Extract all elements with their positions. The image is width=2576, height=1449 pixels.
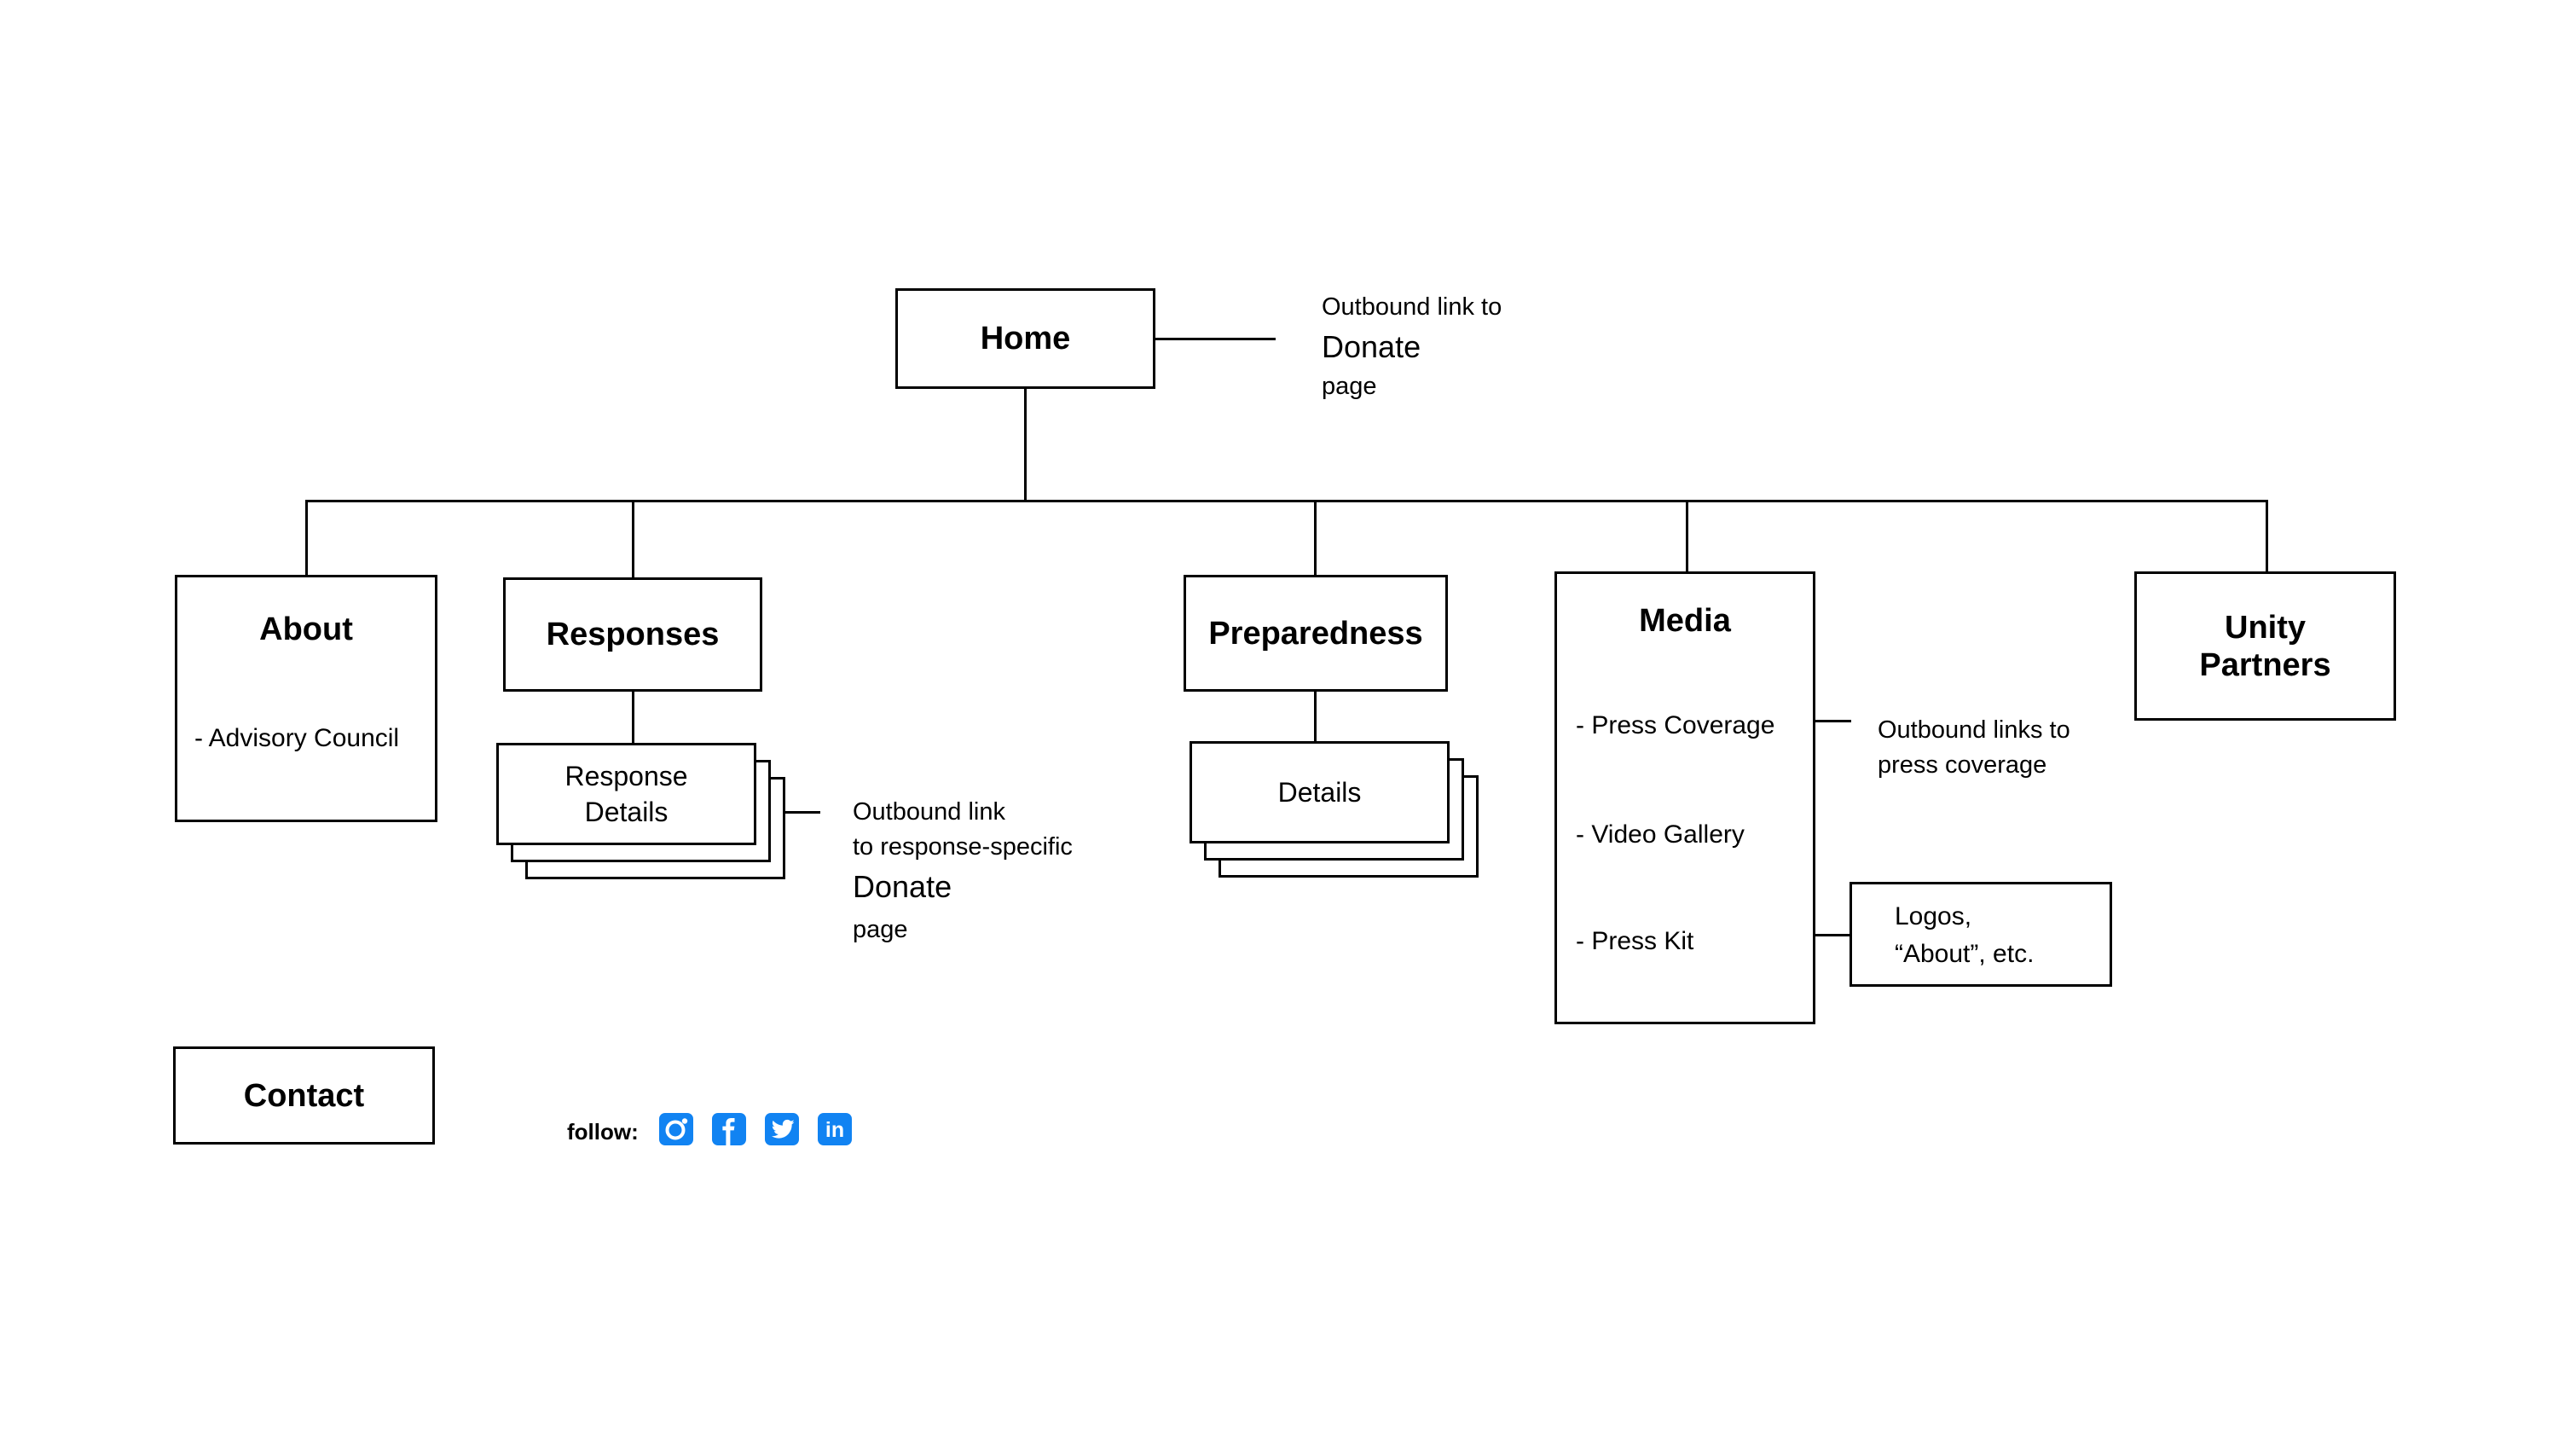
node-logos: Logos, “About”, etc.	[1850, 882, 2112, 987]
about-title: About	[259, 611, 353, 647]
preparedness-title: Preparedness	[1208, 615, 1423, 652]
caption-line: Outbound link	[853, 798, 1005, 826]
connector-media-press	[1815, 720, 1851, 722]
response-details-stack: Response Details	[496, 743, 790, 884]
logos-line1: Logos,	[1895, 902, 1972, 930]
node-contact: Contact	[173, 1046, 435, 1145]
connector-preparedness-stack	[1314, 692, 1317, 743]
connector-unity-drop	[2266, 500, 2268, 573]
media-item-press-kit: - Press Kit	[1576, 927, 1694, 955]
caption-response-donate: Outbound link to response-specific Donat…	[853, 795, 1073, 950]
media-item-video-gallery: - Video Gallery	[1576, 820, 1745, 849]
node-media: Media - Press Coverage - Video Gallery -…	[1554, 571, 1815, 1024]
twitter-icon[interactable]	[765, 1113, 799, 1145]
logos-line2: “About”, etc.	[1895, 940, 2035, 968]
contact-title: Contact	[243, 1077, 365, 1114]
stack-card-front: Response Details	[496, 743, 756, 845]
connector-home-drop	[1024, 389, 1027, 502]
node-unity-partners: Unity Partners	[2134, 571, 2396, 721]
caption-donate: Donate	[853, 869, 952, 904]
stack-card-front: Details	[1190, 741, 1450, 843]
responses-title: Responses	[546, 617, 720, 652]
caption-press-coverage: Outbound links to press coverage	[1878, 713, 2070, 783]
caption-line: press coverage	[1878, 751, 2047, 779]
connector-about-drop	[305, 500, 308, 577]
details-stack: Details	[1190, 741, 1484, 882]
caption-line: page	[853, 916, 908, 943]
node-preparedness: Preparedness	[1184, 575, 1448, 692]
connector-media-logos	[1815, 934, 1851, 936]
svg-text:in: in	[825, 1118, 844, 1142]
details-card-label: Details	[1277, 777, 1362, 808]
connector-responses-stack	[632, 692, 634, 745]
social-icons-row: in	[659, 1113, 852, 1145]
caption-line: to response-specific	[853, 833, 1073, 861]
caption-line: Outbound links to	[1878, 716, 2070, 744]
response-card-line1: Response	[564, 761, 688, 791]
caption-line: page	[1322, 373, 1377, 400]
response-card-line2: Details	[584, 797, 669, 827]
unity-title-line2: Partners	[2199, 646, 2331, 683]
home-title: Home	[980, 321, 1071, 356]
caption-donate: Donate	[1322, 329, 1421, 364]
facebook-icon[interactable]	[712, 1113, 746, 1145]
unity-title-line1: Unity	[2225, 609, 2306, 646]
caption-line: Outbound link to	[1322, 293, 1502, 321]
media-title: Media	[1639, 603, 1731, 639]
instagram-icon[interactable]	[659, 1113, 693, 1145]
connector-stack-donate	[785, 811, 820, 814]
node-about: About - Advisory Council	[175, 575, 437, 822]
connector-home-donate	[1155, 338, 1276, 340]
connector-preparedness-drop	[1314, 500, 1317, 577]
about-item-advisory-council: - Advisory Council	[194, 724, 400, 752]
connector-responses-drop	[632, 500, 634, 579]
caption-home-donate: Outbound link to Donate page	[1322, 290, 1502, 404]
linkedin-icon[interactable]: in	[818, 1113, 852, 1145]
node-home: Home	[895, 288, 1155, 389]
connector-media-drop	[1686, 500, 1688, 573]
connector-main-horizontal	[305, 500, 2268, 502]
media-item-press-coverage: - Press Coverage	[1576, 711, 1775, 739]
follow-label: follow:	[567, 1119, 639, 1145]
node-responses: Responses	[503, 577, 762, 692]
